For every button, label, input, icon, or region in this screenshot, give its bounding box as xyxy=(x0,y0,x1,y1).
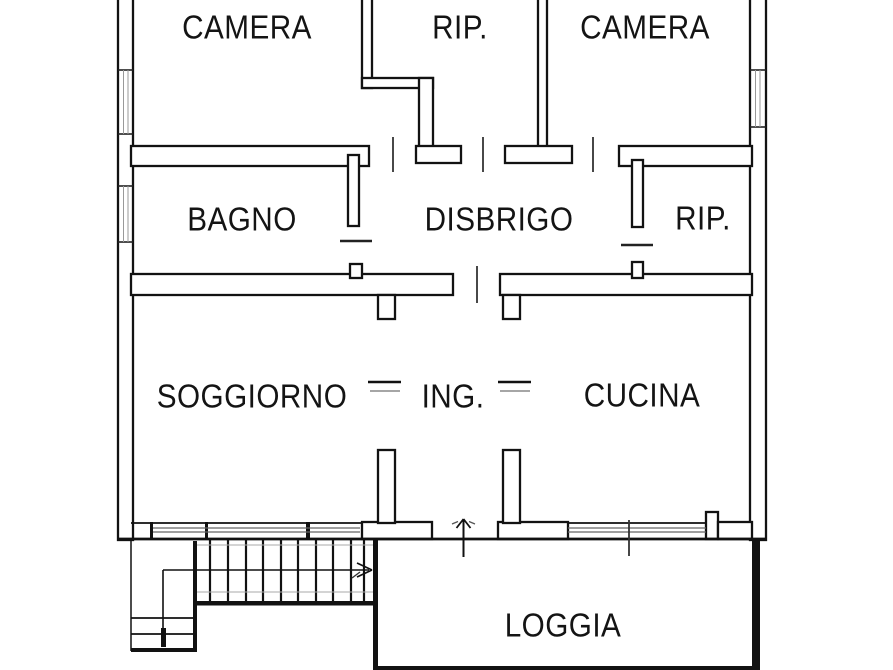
plan-line xyxy=(462,518,472,529)
wall xyxy=(503,144,574,165)
plan-line xyxy=(468,520,476,525)
wall xyxy=(617,144,754,168)
wall xyxy=(129,144,371,168)
wall-solid xyxy=(193,541,197,652)
room-label-camera-2: CAMERA xyxy=(580,8,710,46)
room-label-ing: ING. xyxy=(421,377,485,415)
wall xyxy=(376,293,397,321)
wall xyxy=(536,0,549,149)
wall xyxy=(116,0,135,542)
room-label-rip-top: RIP. xyxy=(432,8,488,46)
room-label-rip-right: RIP. xyxy=(675,199,731,237)
room-label-bagno: BAGNO xyxy=(187,200,297,238)
wall xyxy=(630,260,645,280)
wall xyxy=(498,272,754,297)
wall xyxy=(348,262,364,280)
wall xyxy=(414,144,463,165)
room-label-camera-1: CAMERA xyxy=(182,8,312,46)
wall xyxy=(716,520,754,541)
plan-line xyxy=(351,571,361,579)
wall xyxy=(748,0,768,542)
wall-solid xyxy=(752,540,760,670)
room-label-loggia: LOGGIA xyxy=(504,606,622,644)
wall xyxy=(704,510,720,541)
wall xyxy=(360,520,434,541)
wall-solid xyxy=(306,522,310,540)
plan-line xyxy=(356,562,373,571)
wall xyxy=(501,293,522,321)
wall xyxy=(630,158,645,229)
wall xyxy=(129,272,455,297)
plan-line xyxy=(356,569,373,578)
plan-line xyxy=(451,520,459,525)
wall xyxy=(496,520,570,541)
plan-line xyxy=(455,518,465,529)
room-label-disbrigo: DISBRIGO xyxy=(424,200,574,238)
wall xyxy=(346,153,361,228)
wall xyxy=(376,448,397,525)
wall xyxy=(360,0,374,90)
wall-solid xyxy=(150,522,153,540)
wall xyxy=(501,448,522,525)
wall-solid xyxy=(193,601,377,606)
room-label-soggiorno: SOGGIORNO xyxy=(156,377,348,415)
wall xyxy=(417,76,435,149)
wall-solid xyxy=(205,522,208,540)
wall-solid xyxy=(376,666,760,670)
room-label-cucina: CUCINA xyxy=(583,376,701,414)
wall-solid xyxy=(131,648,197,652)
